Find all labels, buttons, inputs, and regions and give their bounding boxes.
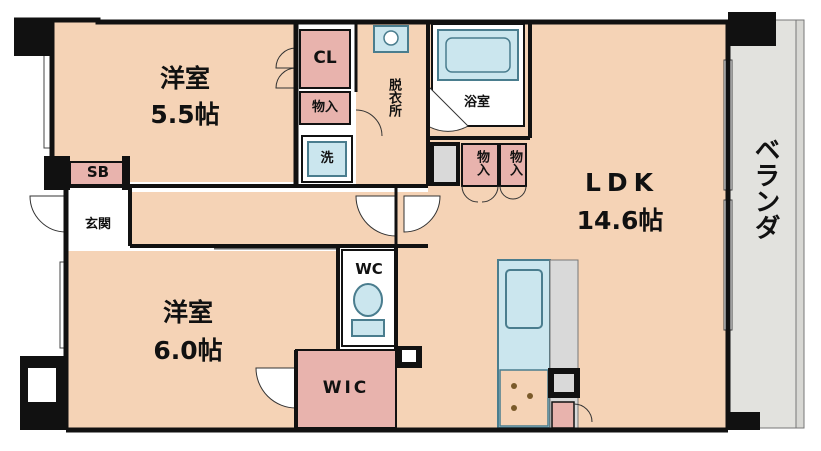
room1-door-swing [275,47,297,69]
ldk-name: LDK [584,168,660,197]
closet-name: CL [313,48,337,68]
hall-door-swing [355,195,397,237]
pillar-top-right [728,12,776,46]
pillar-sb-left [44,156,70,190]
burner-2 [527,393,533,399]
dressing-room-name: 脱衣所 [386,78,401,117]
toilet-tank [351,319,385,337]
storage-door-swing [461,185,527,203]
storage-2-name: 物入 [474,150,489,176]
pillar-mid-1-inner [434,146,456,182]
kitchen-back-counter [549,259,579,429]
storage-2-floor [461,143,499,187]
ldk-size: 14.6帖 [576,206,664,235]
burner-1 [511,383,517,389]
storage-3-floor [499,143,527,187]
ldk-door-swing [403,195,441,233]
sink-bowl [383,30,399,46]
western-room-2-size: 6.0帖 [153,336,223,365]
pillar-kitchen-inner [554,374,574,392]
western-room-1-floor [52,22,296,182]
entrance-door-swing [29,195,67,233]
storage-3-name: 物入 [507,150,522,176]
toilet-name: WC [355,260,383,278]
western-room-2-name: 洋室 [162,298,213,327]
kitchen-sink [505,269,543,329]
pillar-bottom-right [728,412,760,430]
western-room-1-name: 洋室 [159,64,210,93]
wic-floor [295,349,397,429]
walk-in-closet-name: WIC [322,378,370,398]
kitchen-stove [499,369,549,427]
veranda-area [727,19,797,429]
veranda-rail [795,19,805,429]
fridge-door-swing [573,403,593,423]
burner-3 [511,405,517,411]
pillar-mid-2-inner [402,350,416,362]
pillar-top-left [14,20,52,56]
pillar-inner-bottom-left [28,368,56,402]
storage-1-name: 物入 [311,100,338,115]
shoe-box-name: SB [86,163,110,181]
washer-name: 洗 [320,151,334,166]
toilet-bowl [353,283,383,317]
ldk-floor-lower [396,246,436,429]
entrance-name: 玄関 [84,217,111,232]
pillar-sb-right [122,156,130,190]
veranda-name: ベランダ [750,136,780,240]
closet-floor [299,29,351,89]
storage-1-floor [299,91,351,125]
fridge-space [551,401,575,429]
entrance-floor [66,190,130,246]
room2-door-swing [255,367,297,409]
dressing-door-swing [355,109,383,137]
walls [14,17,731,433]
cl-door-swing [275,67,297,89]
western-room-1-size: 5.5帖 [150,100,220,129]
washer-machine [307,141,347,177]
bathtub-inner [445,37,511,73]
bathroom-name: 浴室 [463,95,490,110]
